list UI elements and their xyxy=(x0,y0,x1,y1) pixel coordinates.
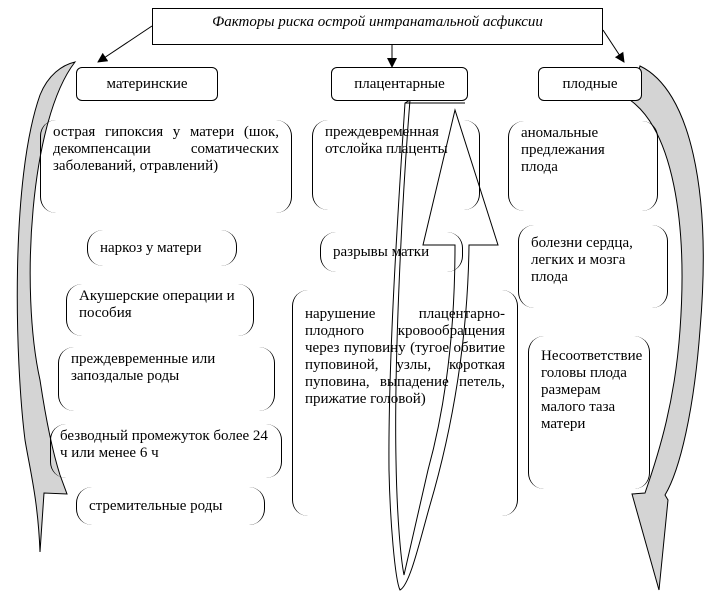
header-fetal: плодные xyxy=(538,67,642,101)
arrow-title-to-maternal xyxy=(97,25,153,63)
maternal-item: стремительные роды xyxy=(76,487,265,525)
fetal-item: Несоответствие головы плода размерам мал… xyxy=(528,336,650,489)
placental-item: разрывы матки xyxy=(320,232,463,272)
fetal-item: болезни сердца, легких и мозга плода xyxy=(518,225,668,308)
maternal-item: преждевременные или запоздалые роды xyxy=(58,347,275,411)
maternal-item: острая гипоксия у матери (шок, декомпенс… xyxy=(40,120,292,213)
diagram-title: Факторы риска острой интранатальной асфи… xyxy=(152,8,603,45)
arrow-title-to-fetal xyxy=(602,29,625,63)
fetal-item: аномальные предлежания плода xyxy=(508,121,658,211)
header-placental-label: плацентарные xyxy=(354,75,445,92)
left-curved-arrow xyxy=(16,61,77,553)
header-maternal: материнские xyxy=(76,67,218,101)
header-maternal-label: материнские xyxy=(106,75,188,92)
header-placental: плацентарные xyxy=(331,67,468,101)
right-curved-arrow xyxy=(629,65,704,591)
placental-item: нарушение плацентарно-плодного кровообра… xyxy=(292,290,518,516)
maternal-item: Акушерские операции и пособия xyxy=(66,284,254,336)
maternal-item: безводный промежуток более 24 ч или мене… xyxy=(50,424,282,478)
placental-item: преждевременная отслойка плаценты xyxy=(312,120,480,210)
center-up-arrow xyxy=(388,99,499,591)
diagram-title-text: Факторы риска острой интранатальной асфи… xyxy=(212,14,543,30)
header-fetal-label: плодные xyxy=(562,75,618,92)
maternal-item: наркоз у матери xyxy=(87,230,237,266)
